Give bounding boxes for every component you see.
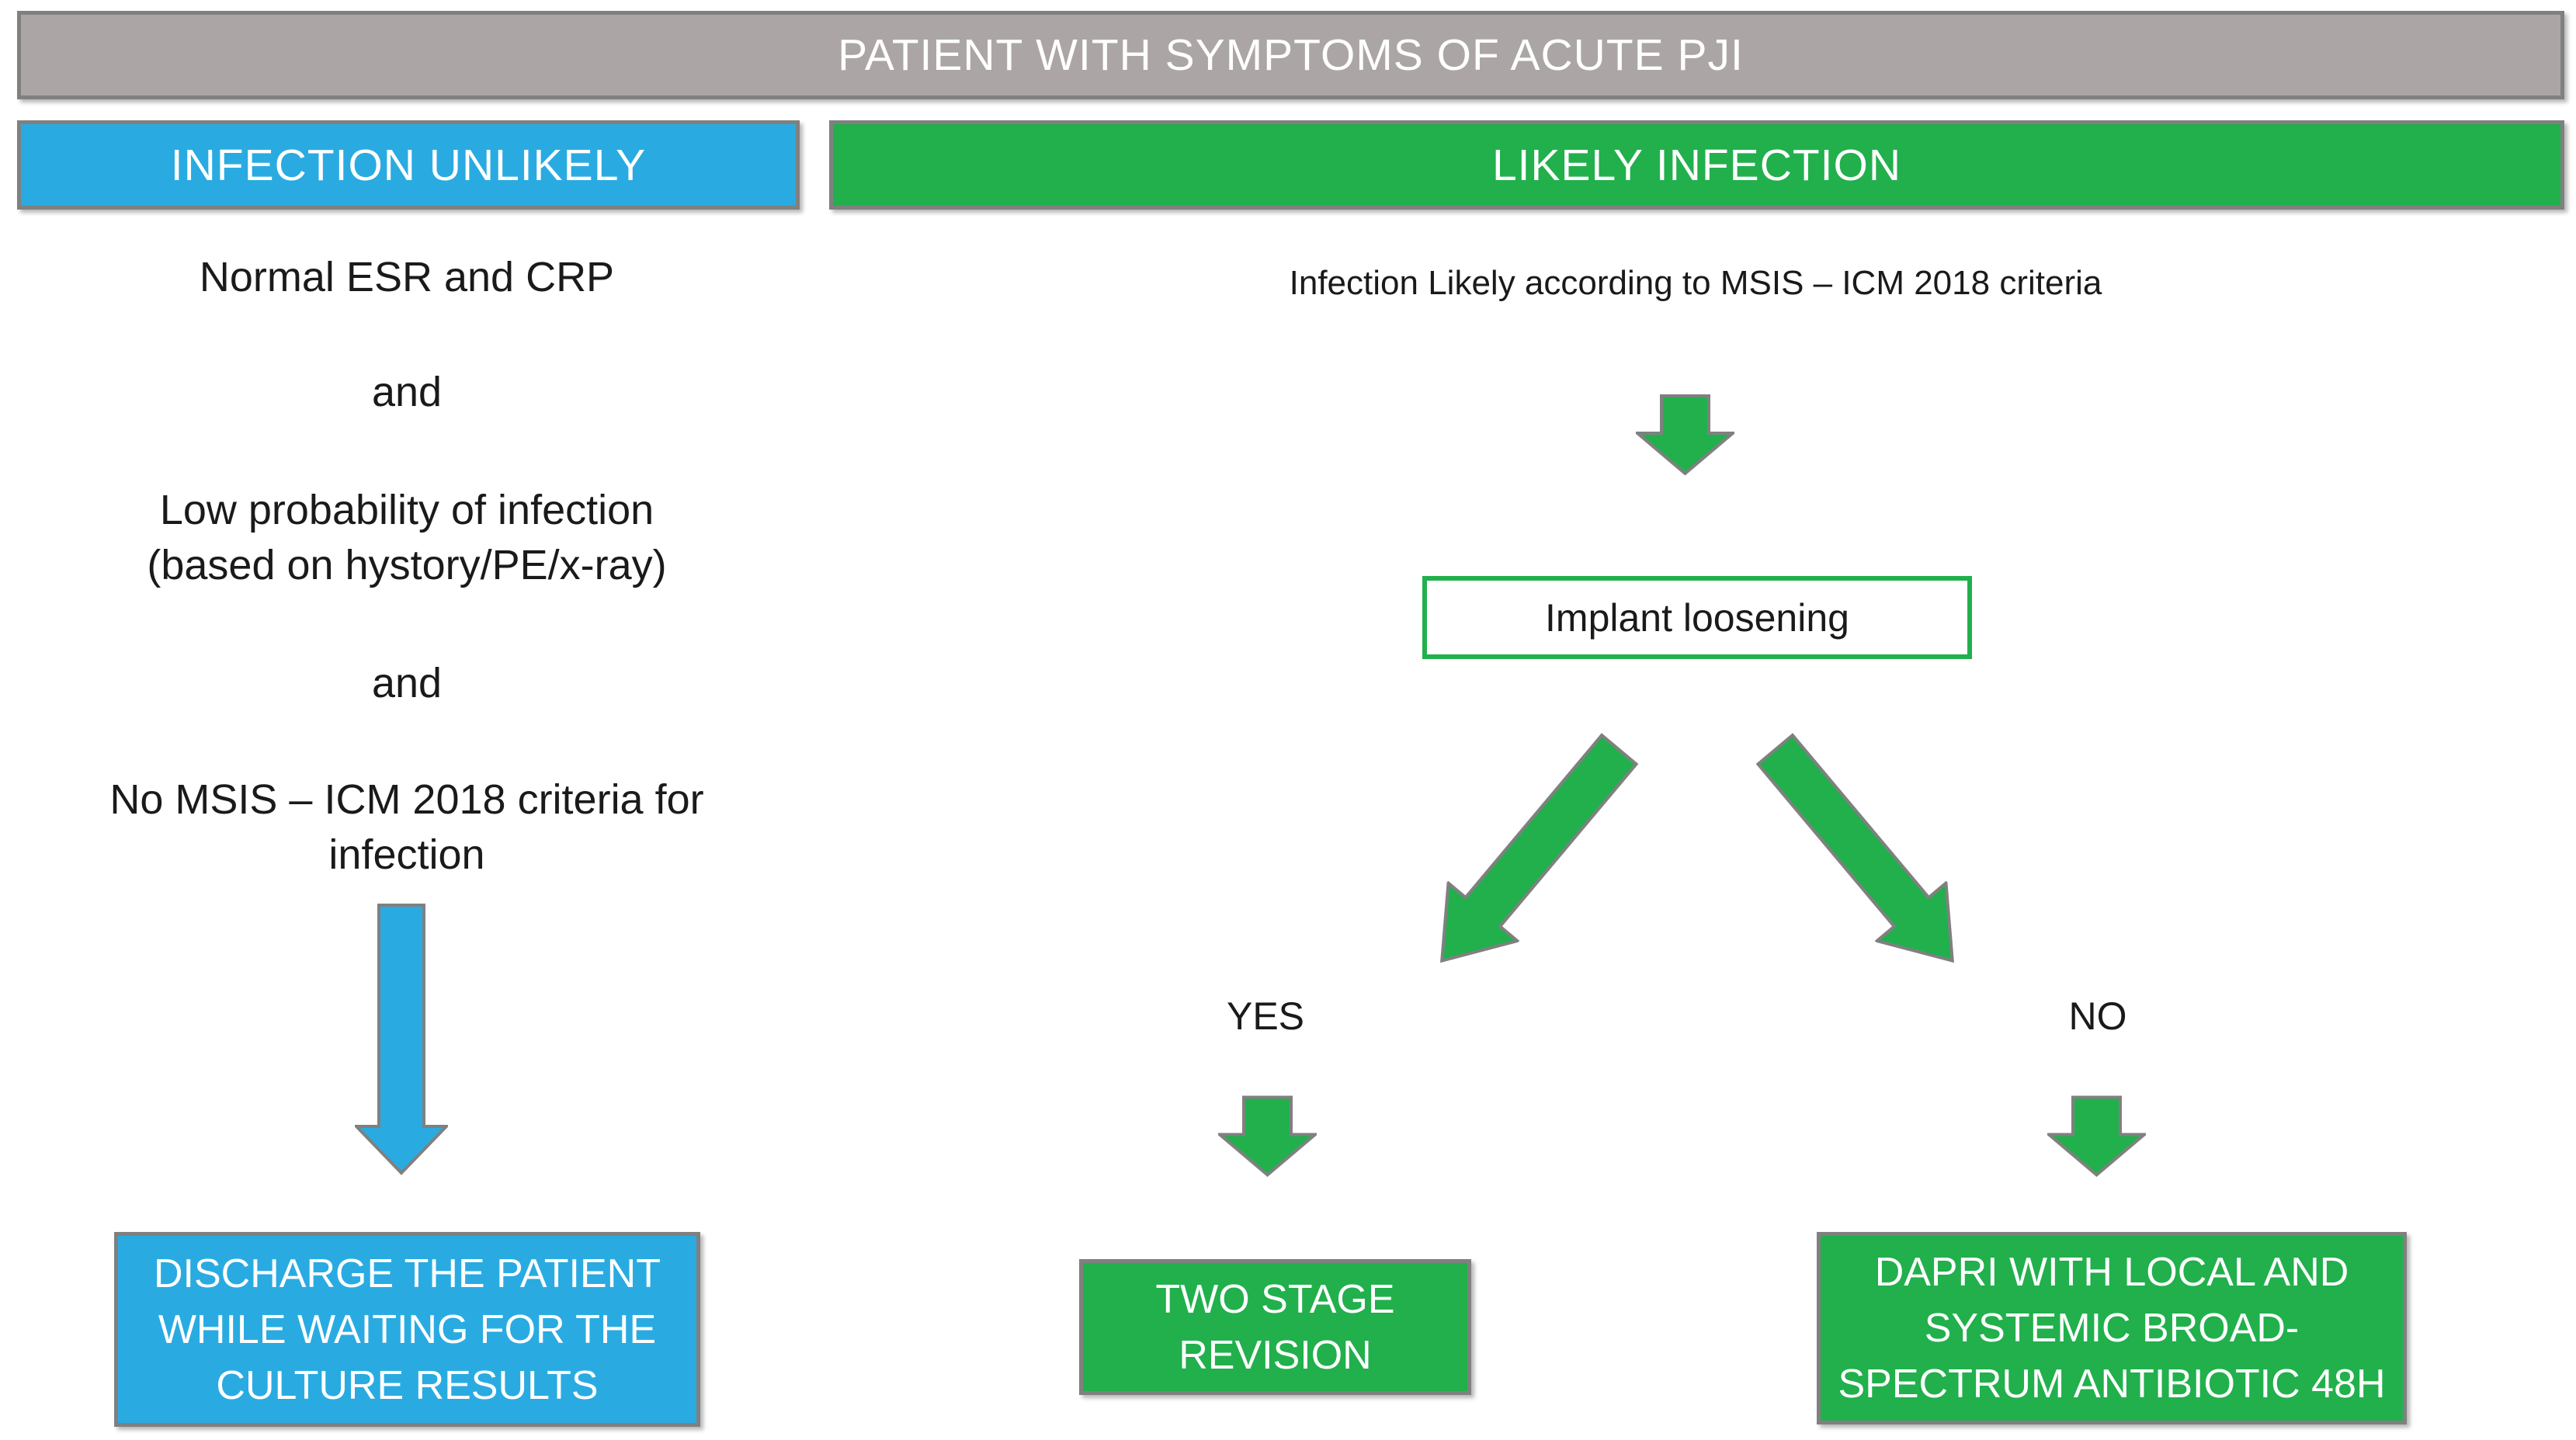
arrow-diagonal-left-green-icon xyxy=(1440,733,1639,963)
header-title: PATIENT WITH SYMPTOMS OF ACUTE PJI xyxy=(838,30,1744,80)
criterion-esr-crp: Normal ESR and CRP xyxy=(199,254,615,300)
dapri-label: DAPRI WITH LOCAL AND SYSTEMIC BROAD- SPE… xyxy=(1838,1250,2386,1407)
implant-loosening-decision-box: Implant loosening xyxy=(1422,576,1972,659)
yes-label: YES xyxy=(1226,994,1305,1038)
infection-unlikely-label: INFECTION UNLIKELY xyxy=(170,140,647,190)
arrow-down-green-yes-icon xyxy=(1218,1095,1317,1178)
arrow-down-blue-icon xyxy=(355,904,448,1175)
likely-infection-label: LIKELY INFECTION xyxy=(1491,140,1902,190)
implant-loosening-label: Implant loosening xyxy=(1545,595,1849,640)
arrow-diagonal-right-green-icon xyxy=(1755,733,1954,963)
criterion-no-msis: No MSIS – ICM 2018 criteria for infectio… xyxy=(109,776,704,878)
criterion-connector-and-2: and xyxy=(371,660,443,706)
dapri-outcome-box: DAPRI WITH LOCAL AND SYSTEMIC BROAD- SPE… xyxy=(1817,1232,2407,1424)
infection-unlikely-banner: INFECTION UNLIKELY xyxy=(17,120,800,210)
likely-subtitle: Infection Likely according to MSIS – ICM… xyxy=(1289,264,2102,302)
two-stage-revision-outcome-box: TWO STAGE REVISION xyxy=(1079,1259,1471,1395)
discharge-outcome-label: DISCHARGE THE PATIENT WHILE WAITING FOR … xyxy=(154,1251,661,1408)
arrow-down-green-top-icon xyxy=(1636,394,1734,475)
criterion-connector-and-1: and xyxy=(371,369,443,415)
criterion-low-probability: Low probability of infection (based on h… xyxy=(147,487,667,588)
arrow-down-green-no-icon xyxy=(2047,1095,2146,1178)
discharge-outcome-box: DISCHARGE THE PATIENT WHILE WAITING FOR … xyxy=(114,1232,700,1427)
no-label: NO xyxy=(2068,994,2127,1038)
two-stage-revision-label: TWO STAGE REVISION xyxy=(1155,1276,1395,1378)
header-banner: PATIENT WITH SYMPTOMS OF ACUTE PJI xyxy=(17,11,2564,99)
likely-infection-banner: LIKELY INFECTION xyxy=(829,120,2564,210)
